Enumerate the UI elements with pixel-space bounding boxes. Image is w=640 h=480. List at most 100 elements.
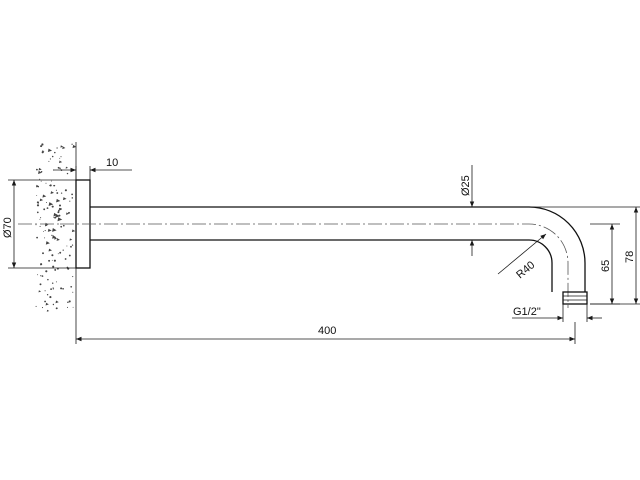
wall-speck — [69, 200, 71, 202]
wall-speck — [72, 144, 77, 149]
wall-speck — [42, 194, 47, 198]
wall-speck — [36, 168, 38, 171]
wall-speck — [60, 192, 63, 194]
wall-speck — [58, 214, 61, 217]
wall-speck — [49, 185, 51, 187]
dimension-flange-thickness: 10 — [54, 157, 132, 180]
wall-speck — [64, 258, 67, 260]
wall-speck — [66, 212, 69, 215]
dimension-arm-length: 400 — [75, 312, 576, 344]
wall-speck — [60, 225, 63, 228]
wall-speck — [62, 146, 66, 150]
wall-speck — [51, 254, 54, 257]
wall-speck — [71, 143, 73, 145]
wall-speck — [58, 209, 60, 212]
wall-speck — [57, 211, 60, 214]
wall-speck — [51, 282, 54, 284]
wall-speck — [50, 191, 55, 195]
wall-speck — [40, 263, 43, 266]
wall-speck — [44, 290, 46, 292]
wall-speck — [45, 302, 49, 306]
wall-speck — [41, 143, 44, 146]
wall-speck — [39, 225, 41, 227]
wall-speck — [42, 252, 44, 255]
wall-speck — [50, 180, 52, 182]
wall-speck — [42, 150, 45, 153]
wall-speck — [36, 204, 40, 207]
wall-speck — [57, 166, 60, 169]
wall-speck — [45, 182, 47, 184]
wall-speck — [59, 251, 62, 254]
wall-speck — [52, 288, 55, 290]
dimension-thread: G1/2" — [512, 304, 602, 322]
shower-arm-pipe — [90, 206, 586, 292]
wall-speck — [52, 303, 55, 306]
wall-speck — [35, 305, 37, 307]
wall-speck — [46, 207, 49, 209]
wall-speck — [51, 234, 53, 236]
wall-speck — [72, 306, 74, 308]
wall-speck — [38, 290, 42, 293]
wall-speck — [54, 151, 56, 154]
wall-speck — [56, 198, 61, 203]
threaded-outlet — [562, 291, 588, 305]
wall-speck — [53, 212, 58, 217]
wall-speck — [62, 249, 64, 251]
wall-speck — [54, 268, 57, 271]
wall-speck — [57, 217, 63, 222]
wall-speck — [35, 184, 40, 188]
wall-speck — [44, 237, 46, 239]
wall-speck — [56, 147, 58, 149]
wall-speck — [56, 192, 59, 194]
wall-speck — [39, 283, 42, 286]
dimension-pipe-diameter: Ø25 — [460, 165, 475, 256]
wall-speck — [51, 205, 54, 208]
wall-speck — [53, 185, 55, 187]
wall-speck — [49, 296, 52, 299]
wall-speck — [71, 244, 74, 246]
wall-speck — [36, 236, 38, 239]
dimension-bend-radius: R40 — [497, 233, 547, 281]
wall-speck — [53, 259, 56, 262]
wall-speck — [68, 211, 70, 214]
wall-speck — [60, 287, 63, 290]
wall-speck — [38, 170, 42, 174]
wall-speck — [56, 238, 60, 241]
dimension-label-flange-diameter: Ø70 — [2, 217, 14, 238]
wall-speck — [67, 301, 69, 304]
dimension-drop-65: 65 — [590, 223, 620, 305]
wall-speck — [68, 300, 71, 303]
wall-speck — [70, 285, 73, 288]
wall-speck — [52, 169, 55, 171]
wall-speck — [36, 201, 39, 204]
dimension-drop-78: 78 — [530, 206, 640, 305]
wall-speck — [43, 208, 46, 211]
wall-speck — [39, 178, 41, 180]
dimension-label-flange-thickness: 10 — [106, 157, 118, 169]
wall-speck — [36, 211, 39, 214]
wall-speck — [71, 197, 74, 199]
wall-speck — [45, 270, 48, 273]
wall-speck — [62, 224, 65, 227]
wall-speck — [45, 201, 48, 204]
wall-section — [35, 142, 77, 312]
wall-speck — [48, 202, 54, 206]
wall-speck — [66, 245, 68, 247]
wall-speck — [53, 216, 55, 218]
wall-speck — [47, 278, 49, 281]
wall-speck — [51, 155, 54, 158]
wall-speck — [39, 218, 41, 220]
wall-speck — [49, 158, 51, 160]
dimension-label-pipe-diameter: Ø25 — [460, 175, 472, 196]
wall-speck — [55, 281, 57, 283]
wall-speck — [48, 248, 53, 252]
wall-speck — [41, 275, 44, 277]
wall-speck — [59, 167, 61, 170]
wall-speck — [44, 224, 48, 227]
wall-speck — [64, 189, 67, 192]
wall-speck — [66, 172, 69, 175]
wall-speck — [50, 288, 52, 290]
wall-speck — [55, 307, 58, 310]
wall-speck — [40, 217, 42, 219]
wall-speck — [41, 307, 44, 309]
